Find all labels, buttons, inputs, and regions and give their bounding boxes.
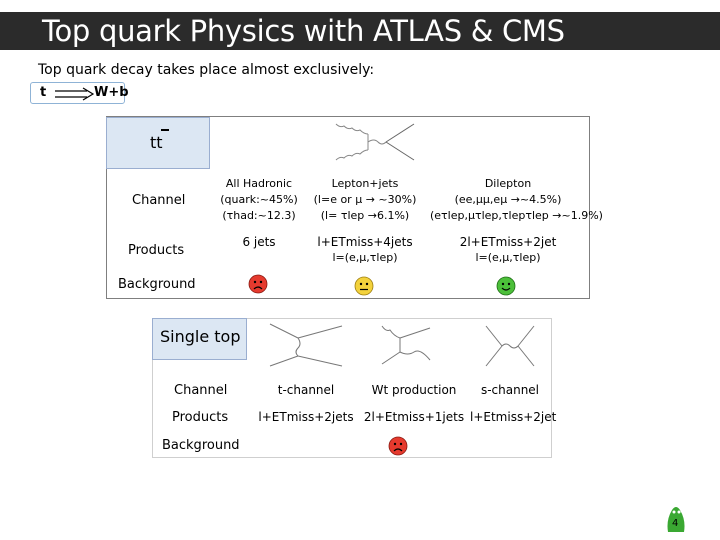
ttbar-label: tt <box>150 133 163 152</box>
intro-text: Top quark decay takes place almost exclu… <box>38 62 375 78</box>
decay-right: W+b <box>94 85 129 100</box>
single-top-label: Single top <box>160 327 241 346</box>
ttbar-col3-products: 2l+ETmiss+2jet l=(e,μ,τlep) <box>459 235 557 264</box>
ttbar-label-box <box>106 117 210 169</box>
ttbar-background-label: Background <box>118 277 196 292</box>
single-top-label-box <box>152 318 247 360</box>
smiley-face-icon <box>496 276 516 296</box>
ttbar-col3-channel: Dilepton (ee,μμ,eμ →~4.5%) (eτlep,μτlep,… <box>430 177 603 222</box>
single-top-products-label: Products <box>172 410 229 425</box>
sad-face-icon <box>248 274 268 294</box>
implies-arrow-icon <box>55 87 95 101</box>
ttbar-col2-products: l+ETmiss+4jets l=(e,μ,τlep) <box>317 235 413 264</box>
ttbar-channel-label: Channel <box>132 193 186 208</box>
decay-equation: t W+b <box>30 82 129 104</box>
title-bar <box>0 12 720 50</box>
ttbar-col2-channel: Lepton+jets (l=e or μ → ~30%) (l= τlep →… <box>313 177 417 222</box>
page-number: 4 <box>672 518 679 529</box>
ttbar-overline <box>161 129 169 131</box>
single-top-background-label: Background <box>162 438 240 453</box>
single-top-col1-products: l+ETmiss+2jets <box>258 410 354 424</box>
ttbar-col1-products: 6 jets <box>242 235 276 249</box>
sad-face-icon <box>388 436 408 456</box>
page-number-badge-icon <box>667 507 685 532</box>
slide-title: Top quark Physics with ATLAS & CMS <box>42 14 565 48</box>
t-channel-feynman-diagram <box>269 323 343 367</box>
decay-left: t <box>40 85 47 100</box>
ttbar-products-label: Products <box>128 243 185 258</box>
s-channel-feynman-diagram <box>485 325 535 367</box>
single-top-col1-channel: t-channel <box>277 383 335 397</box>
single-top-col2-products: 2l+Etmiss+1jets <box>363 410 465 424</box>
single-top-channel-label: Channel <box>174 383 228 398</box>
single-top-col3-channel: s-channel <box>480 383 540 397</box>
wt-production-feynman-diagram <box>381 325 431 365</box>
single-top-col3-products: l+Etmiss+2jet <box>470 410 557 424</box>
ttbar-feynman-diagram <box>335 123 415 161</box>
ttbar-col1-channel: All Hadronic (quark:~45%) (τhad:~12.3) <box>220 177 298 222</box>
neutral-face-icon <box>354 276 374 296</box>
single-top-col2-channel: Wt production <box>371 383 457 397</box>
